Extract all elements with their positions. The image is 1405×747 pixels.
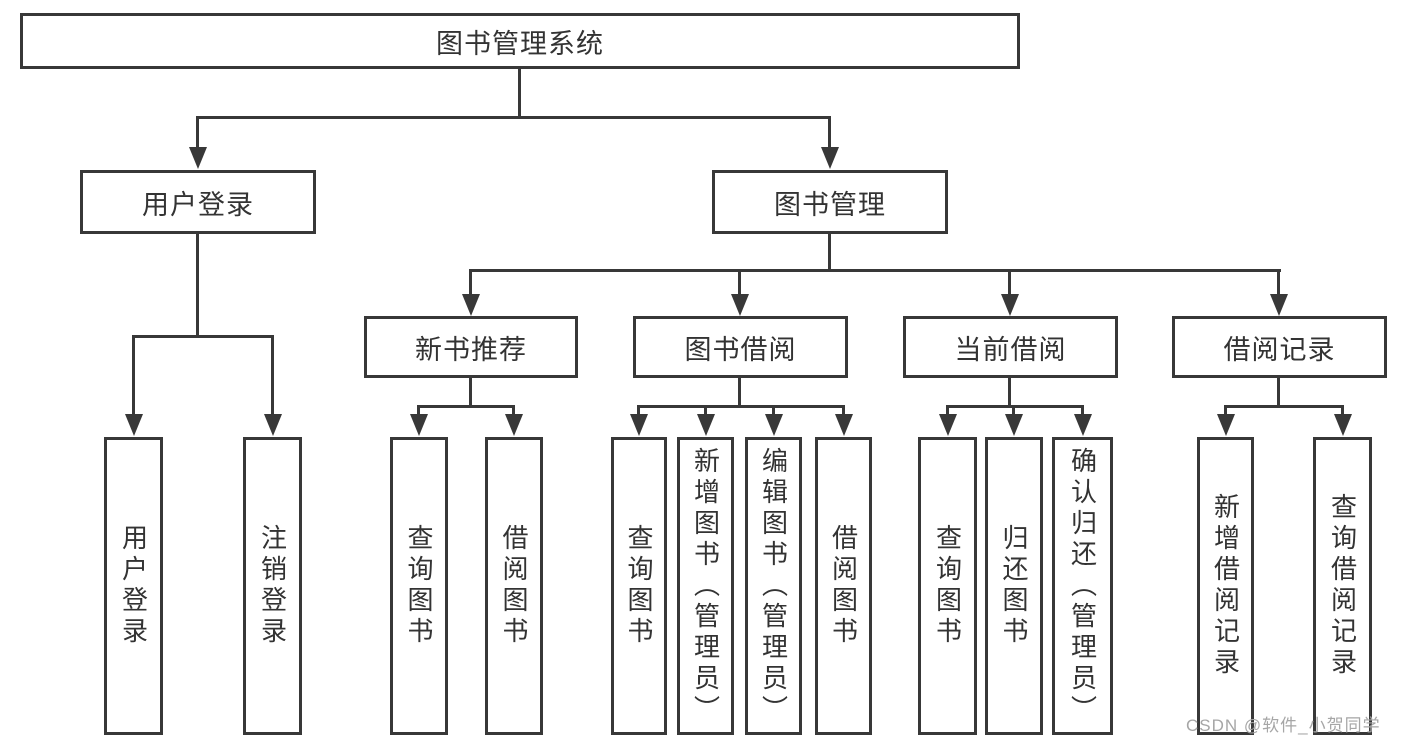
arrow-down-icon (629, 405, 648, 436)
arrow-down-icon (730, 269, 749, 316)
node-book-borrow: 图书借阅 (633, 316, 848, 378)
leaf-logout: 注销登录 (243, 437, 302, 735)
connector-line (1224, 405, 1344, 408)
arrow-down-icon (834, 405, 853, 436)
leaf-user-login: 用户登录 (104, 437, 163, 735)
arrow-down-icon (696, 405, 715, 436)
connector-line (518, 69, 521, 117)
connector-line (946, 405, 1084, 408)
leaf-add-book-admin: 新增图书（管理员） (677, 437, 734, 735)
node-new-book-recommend: 新书推荐 (364, 316, 578, 378)
arrow-down-icon (1000, 269, 1019, 316)
arrow-down-icon (1216, 405, 1235, 436)
leaf-borrow-books-recommend: 借阅图书 (485, 437, 543, 735)
connector-line (196, 234, 199, 338)
connector-line (132, 335, 274, 338)
connector-line (469, 378, 472, 408)
node-library-system: 图书管理系统 (20, 13, 1020, 69)
arrow-down-icon (1073, 405, 1092, 436)
arrow-down-icon (938, 405, 957, 436)
leaf-query-books-borrow: 查询图书 (611, 437, 667, 735)
node-user-login: 用户登录 (80, 170, 316, 234)
leaf-query-books-recommend: 查询图书 (390, 437, 448, 735)
connector-line (417, 405, 515, 408)
connector-line (1277, 378, 1280, 408)
arrow-down-icon (504, 405, 523, 436)
node-current-borrow: 当前借阅 (903, 316, 1118, 378)
leaf-confirm-return-admin: 确认归还（管理员） (1052, 437, 1113, 735)
watermark: CSDN @软件_小贺同学 (1186, 716, 1381, 735)
arrow-down-icon (461, 269, 480, 316)
leaf-borrow-books: 借阅图书 (815, 437, 872, 735)
arrow-down-icon (764, 405, 783, 436)
arrow-down-icon (124, 335, 143, 436)
leaf-add-borrow-record: 新增借阅记录 (1197, 437, 1254, 735)
connector-line (738, 378, 741, 408)
node-borrow-records: 借阅记录 (1172, 316, 1387, 378)
connector-line (1008, 378, 1011, 408)
arrow-down-icon (820, 116, 839, 169)
leaf-query-books-current: 查询图书 (918, 437, 977, 735)
arrow-down-icon (1333, 405, 1352, 436)
arrow-down-icon (188, 116, 207, 169)
arrow-down-icon (263, 335, 282, 436)
connector-line (637, 405, 845, 408)
connector-line (469, 269, 1281, 272)
leaf-return-book: 归还图书 (985, 437, 1043, 735)
arrow-down-icon (1269, 269, 1288, 316)
connector-line (828, 234, 831, 272)
arrow-down-icon (1004, 405, 1023, 436)
connector-line (196, 116, 831, 119)
node-book-management: 图书管理 (712, 170, 948, 234)
arrow-down-icon (409, 405, 428, 436)
leaf-edit-book-admin: 编辑图书（管理员） (745, 437, 802, 735)
leaf-query-borrow-record: 查询借阅记录 (1313, 437, 1372, 735)
